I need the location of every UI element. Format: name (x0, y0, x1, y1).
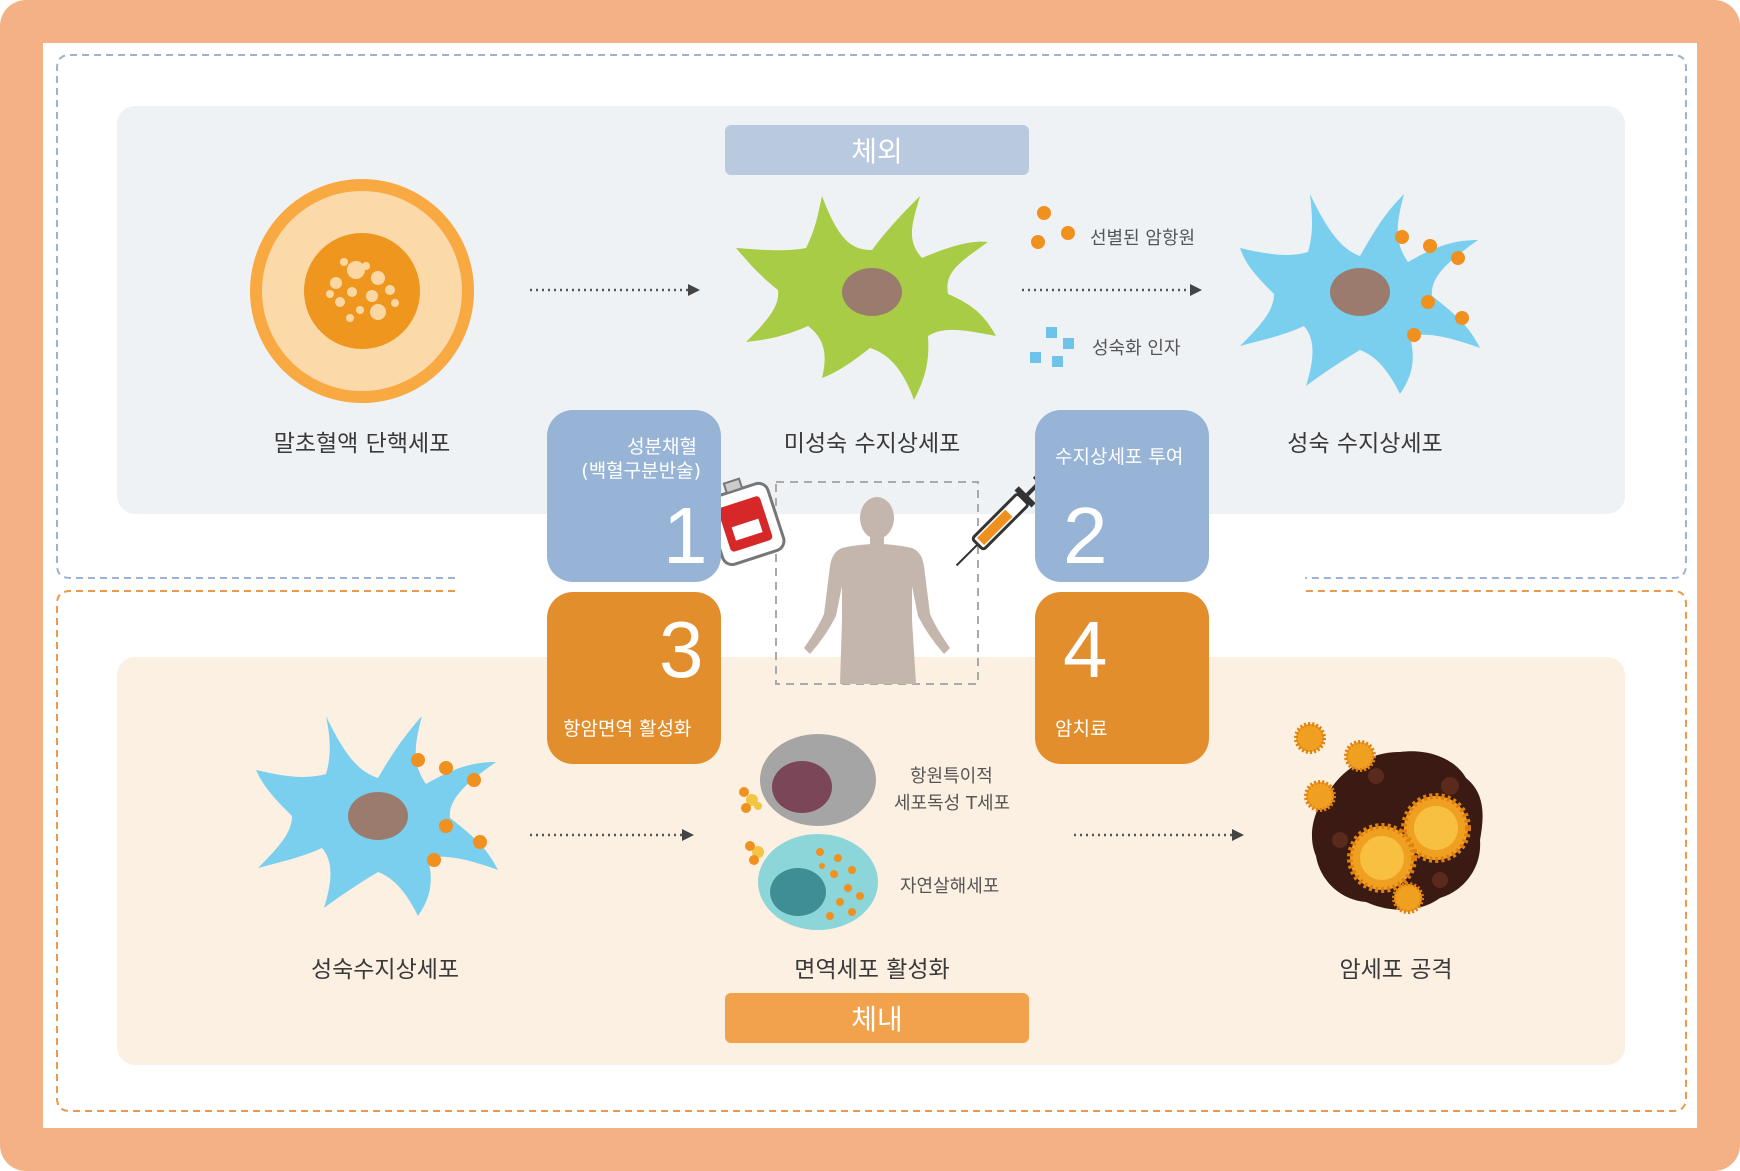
step-1-card: 성분채혈 (백혈구분반술) 1 (547, 410, 721, 582)
mature-dendritic-cell-icon (256, 716, 498, 916)
step-3-card: 3 항암면역 활성화 (547, 592, 721, 764)
nk-cell-label: 자연살해세포 (900, 876, 1000, 897)
step-3-title: 항암면역 활성화 (563, 718, 692, 740)
step-2-number: 2 (1063, 491, 1108, 580)
nk-cell-icon (745, 834, 878, 930)
invitro-outline (56, 54, 1687, 579)
mature-dc-invivo-label: 성숙수지상세포 (310, 957, 460, 983)
maturation-factor-legend-label: 성숙화 인자 (1092, 338, 1181, 359)
syringe-icon (955, 474, 1048, 567)
invivo-badge: 체내 (725, 993, 1029, 1043)
invivo-outline (56, 590, 1687, 1112)
step-4-number: 4 (1063, 605, 1108, 694)
mature-dc-label: 성숙 수지상세포 (1287, 431, 1443, 457)
maturation-factor-legend-icon (1030, 327, 1074, 367)
t-cell-icon (739, 734, 876, 826)
step-3-number: 3 (659, 605, 704, 694)
step-2-title: 수지상세포 투여 (1055, 446, 1184, 468)
pbmc-cell-icon (250, 179, 474, 403)
pbmc-label: 말초혈액 단핵세포 (273, 431, 451, 457)
human-body-icon (804, 497, 950, 684)
step-1-number: 1 (663, 491, 708, 580)
cancer-cell-icon (1294, 722, 1483, 914)
step-4-card: 4 암치료 (1035, 592, 1209, 764)
t-cell-label-line2: 세포독성 T세포 (894, 793, 1011, 814)
immune-activation-label: 면역세포 활성화 (794, 957, 950, 983)
antigen-legend-label: 선별된 암항원 (1090, 228, 1196, 249)
step-4-title: 암치료 (1055, 718, 1108, 740)
step-2-card: 수지상세포 투여 2 (1035, 410, 1209, 582)
immature-dendritic-cell-icon (736, 196, 996, 400)
mature-dendritic-cell-icon (1240, 194, 1480, 394)
blood-bag-icon (705, 477, 786, 567)
step-1-title: 성분채혈 (627, 436, 697, 458)
cancer-attack-label: 암세포 공격 (1339, 957, 1453, 983)
step-1-subtitle: (백혈구분반술) (581, 460, 701, 482)
invitro-badge: 체외 (725, 125, 1029, 175)
immature-dc-label: 미성숙 수지상세포 (783, 431, 961, 457)
antigen-legend-icon (1031, 206, 1075, 249)
t-cell-label-line1: 항원특이적 (910, 766, 993, 787)
